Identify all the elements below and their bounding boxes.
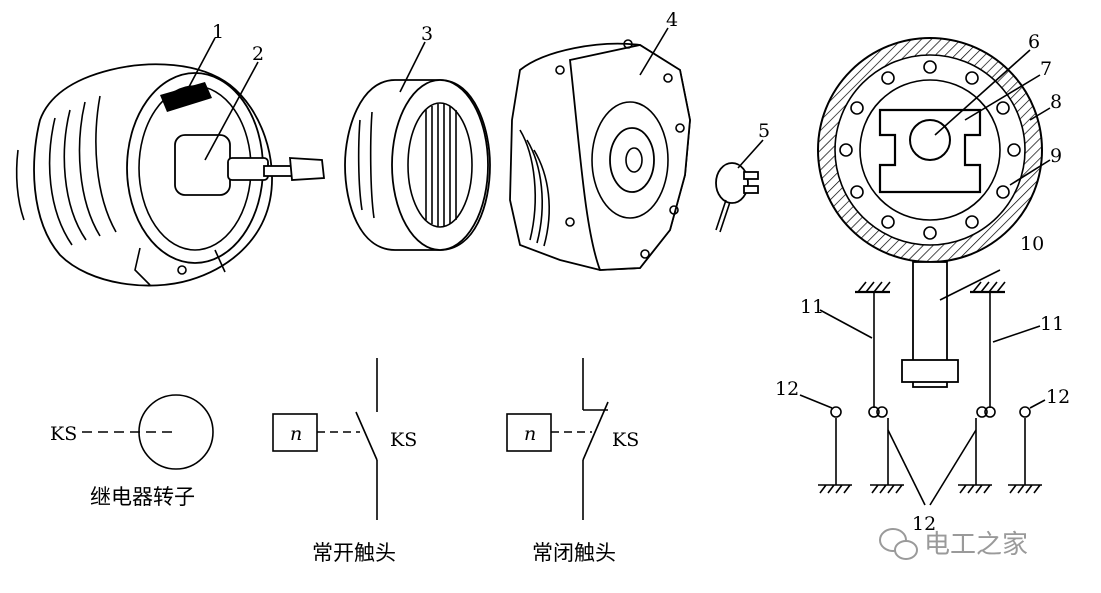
rotor-ring [344, 79, 491, 251]
stator-bars [839, 60, 1021, 240]
end-cover [509, 39, 691, 271]
callout-9: 9 [1050, 145, 1062, 167]
callout-3: 3 [421, 23, 433, 45]
rotor-caption: 继电器转子 [90, 485, 195, 509]
leader-4 [639, 27, 669, 76]
no-box-label: n [290, 423, 302, 445]
callout-12-right: 12 [1046, 386, 1070, 408]
callout-6: 6 [1028, 31, 1040, 53]
callout-11-right: 11 [1040, 313, 1064, 335]
no-contact-symbol: n KS 常开触头 [272, 358, 417, 565]
no-code: KS [390, 429, 417, 451]
leader-5 [737, 139, 764, 169]
motor-housing-assembly [15, 63, 325, 287]
contact-piece [715, 162, 759, 233]
leader-3 [399, 41, 426, 93]
nc-contact-symbol: n KS 常闭触头 [506, 358, 639, 565]
callout-4: 4 [666, 9, 678, 31]
callout-11-left: 11 [800, 296, 824, 318]
relay-section-view [799, 37, 1051, 506]
callout-12-bottom: 12 [912, 513, 936, 535]
ground-symbols [818, 484, 1042, 494]
watermark: 电工之家 [879, 528, 1028, 560]
rotor-symbol: KS 继电器转子 [50, 394, 214, 509]
rotor-code: KS [50, 423, 77, 445]
callout-1: 1 [212, 21, 224, 43]
callout-7: 7 [1040, 58, 1052, 80]
callout-2: 2 [252, 43, 264, 65]
leader-2 [204, 61, 259, 161]
no-caption: 常开触头 [312, 541, 396, 565]
callout-8: 8 [1050, 91, 1062, 113]
ring-slots [425, 104, 457, 226]
nc-box-label: n [524, 423, 536, 445]
watermark-text: 电工之家 [924, 530, 1028, 560]
nc-caption: 常闭触头 [532, 541, 616, 565]
callout-10: 10 [1020, 233, 1044, 255]
wechat-icon [879, 528, 918, 560]
callout-numbers: 1 2 3 4 5 6 7 8 9 10 11 11 12 12 12 [212, 9, 1070, 535]
nc-code: KS [612, 429, 639, 451]
callout-5: 5 [758, 120, 770, 142]
callout-12-left: 12 [775, 378, 799, 400]
leader-1 [181, 37, 216, 101]
